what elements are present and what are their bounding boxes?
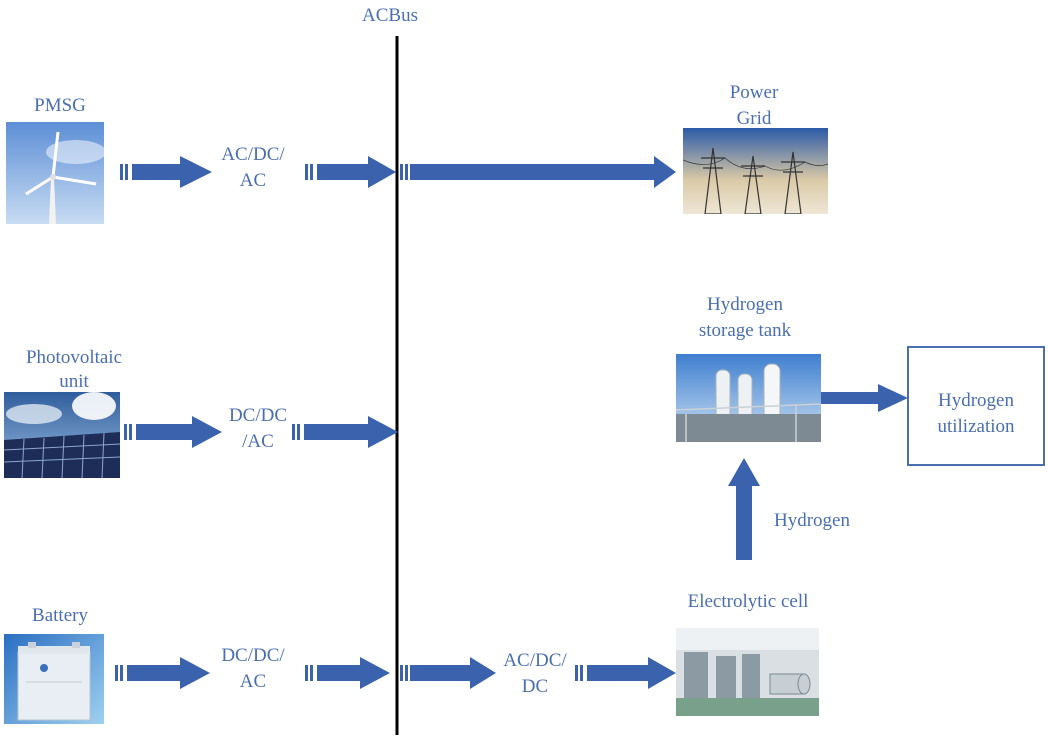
electrolytic-label: Electrolytic cell [687, 591, 809, 612]
pmsg-label: PMSG [34, 95, 86, 116]
pv-converter-label: DC/DC /AC [213, 403, 303, 455]
pmsg-converter-line2: AC [239, 170, 267, 191]
hydrogen-flow-label: Hydrogen [774, 510, 850, 531]
pv-converter-line1: DC/DC [228, 405, 288, 426]
pmsg-converter-line1: AC/DC/ [221, 144, 285, 165]
utilization-label-line1: Hydrogen [938, 390, 1014, 411]
pv-label-line2: unit [59, 371, 89, 392]
electrolytic-converter-line2: DC [521, 676, 549, 697]
electrolytic-cell-image [676, 628, 819, 716]
pmsg-converter-to-bus-arrow [305, 156, 396, 188]
battery-to-converter-arrow [115, 657, 210, 689]
electrolytic-converter-label: AC/DC/ DC [490, 648, 580, 700]
pv-label: Photovoltaic unit [4, 345, 144, 395]
electrolytic-converter-to-cell-arrow [575, 657, 676, 689]
pv-label-line1: Photovoltaic [25, 347, 123, 368]
pv-converter-to-bus-arrow [292, 416, 398, 448]
power-grid-image [683, 128, 828, 214]
tank-label-line1: Hydrogen [707, 294, 783, 315]
tank-label: Hydrogen storage tank [680, 292, 810, 344]
tank-to-utilization-arrow [820, 384, 908, 412]
tank-label-line2: storage tank [698, 320, 792, 341]
solar-panel-image [4, 392, 120, 478]
pv-converter-line2: /AC [242, 431, 274, 452]
battery-label: Battery [32, 605, 88, 626]
bus-to-grid-arrow [400, 156, 676, 188]
battery-converter-label: DC/DC/ AC [208, 643, 298, 695]
battery-converter-to-bus-arrow [305, 657, 390, 689]
bus-label: ACBus [362, 5, 418, 26]
hydrogen-up-arrow [728, 458, 760, 560]
pmsg-to-converter-arrow [120, 156, 212, 188]
electrolytic-converter-line1: AC/DC/ [503, 650, 567, 671]
pmsg-converter-label: AC/DC/ AC [208, 142, 298, 194]
pv-to-converter-arrow [124, 416, 222, 448]
wind-turbine-image [6, 122, 104, 224]
battery-image [4, 634, 104, 724]
battery-converter-line1: DC/DC/ [221, 645, 285, 666]
utilization-label-line2: utilization [937, 416, 1015, 437]
grid-label: Power Grid [704, 80, 804, 132]
bus-to-electrolytic-converter-arrow [400, 657, 496, 689]
utilization-label: Hydrogen utilization [909, 388, 1043, 440]
hydrogen-utilization-box: Hydrogen utilization [907, 346, 1045, 466]
grid-label-line1: Power [729, 82, 779, 103]
hydrogen-tank-image [676, 354, 821, 442]
grid-label-line2: Grid [736, 108, 772, 129]
battery-converter-line2: AC [239, 671, 267, 692]
